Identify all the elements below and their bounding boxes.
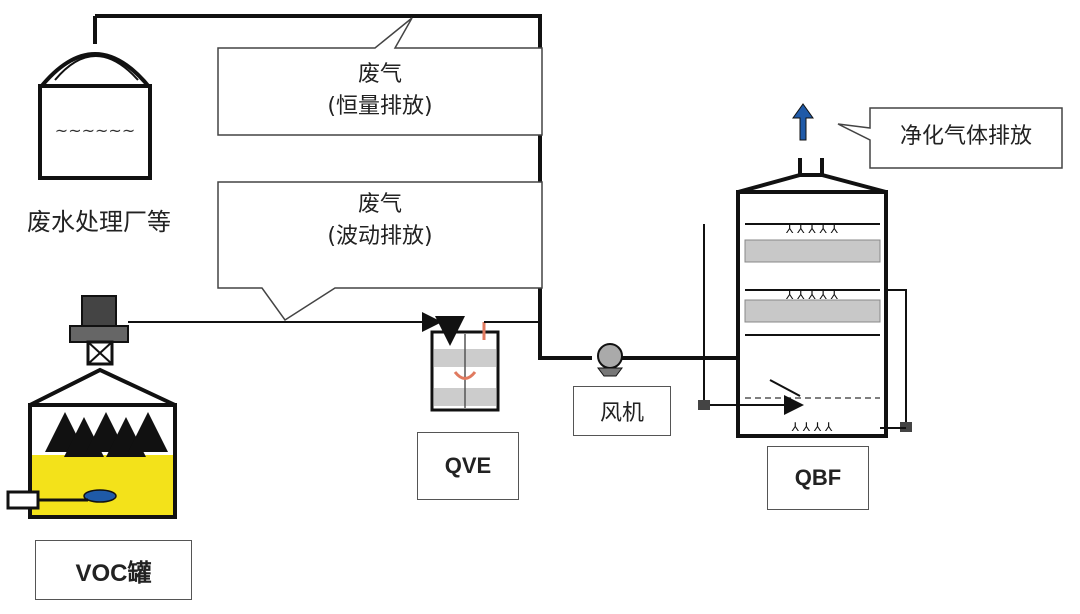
fan-label: 风机 bbox=[573, 386, 671, 436]
svg-text:⅄ ⅄ ⅄ ⅄ ⅄: ⅄ ⅄ ⅄ ⅄ ⅄ bbox=[785, 288, 839, 302]
callout-fluctuating-title: 废气 bbox=[357, 192, 402, 217]
svg-text:⅄ ⅄ ⅄ ⅄: ⅄ ⅄ ⅄ ⅄ bbox=[791, 420, 833, 434]
svg-text:~~~~~~: ~~~~~~ bbox=[55, 121, 135, 140]
fan-icon bbox=[597, 343, 623, 377]
callout-constant-emission bbox=[217, 17, 543, 136]
qve-unit bbox=[430, 316, 540, 412]
callout-constant-title: 废气 bbox=[357, 62, 402, 87]
voc-tank bbox=[6, 295, 177, 519]
qbf-label: QBF bbox=[767, 446, 869, 510]
svg-text:⅄ ⅄ ⅄ ⅄ ⅄: ⅄ ⅄ ⅄ ⅄ ⅄ bbox=[785, 222, 839, 236]
voc-tank-label: VOC罐 bbox=[35, 540, 192, 600]
callout-fluctuating-emission bbox=[217, 181, 543, 322]
clean-gas-label: 净化气体排放 bbox=[899, 124, 1032, 149]
qve-label: QVE bbox=[417, 432, 519, 500]
callout-fluctuating-subtitle: (波动排放) bbox=[327, 224, 433, 249]
callout-constant-subtitle: (恒量排放) bbox=[327, 94, 433, 119]
qbf-tower: ⅄ ⅄ ⅄ ⅄ ⅄ ⅄ ⅄ ⅄ ⅄ ⅄ ⅄ ⅄ ⅄ ⅄ bbox=[698, 158, 912, 438]
wastewater-plant-label: 废水处理厂等 bbox=[27, 208, 171, 236]
wastewater-tank: ~~~~~~ bbox=[38, 16, 152, 180]
callout-clean-gas bbox=[837, 107, 1063, 169]
clean-gas-arrow-icon bbox=[792, 103, 814, 141]
